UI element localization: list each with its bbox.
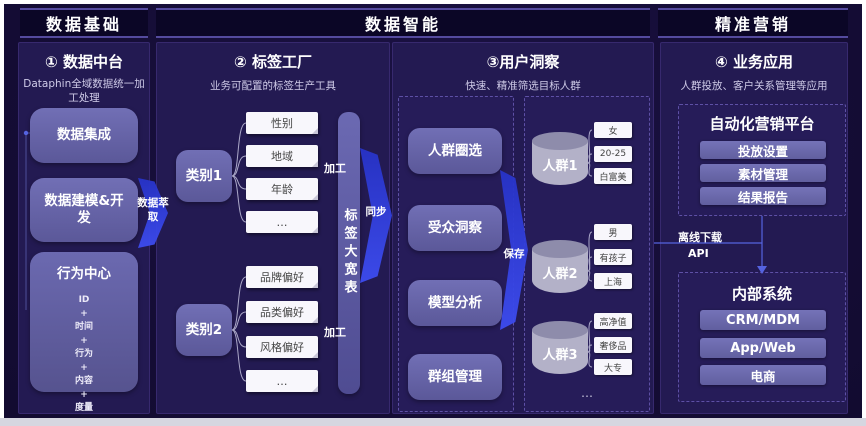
column-title: ② 标签工厂 xyxy=(234,53,312,71)
box-label: 类别2 xyxy=(185,321,223,338)
crm-mdm-box: CRM/MDM xyxy=(700,310,826,330)
stack-item: 内容 xyxy=(74,376,93,386)
tag-note: 品牌偏好 xyxy=(246,266,318,288)
crowd1-db-icon: 人群1 xyxy=(532,132,588,185)
data-modeling-box: 数据建模&开发 xyxy=(30,178,138,242)
tag-note: 风格偏好 xyxy=(246,336,318,358)
tag-note: 品类偏好 xyxy=(246,301,318,323)
crowd-label: 人群1 xyxy=(542,159,578,174)
category1-box: 类别1 xyxy=(176,150,232,202)
extract-label: 数据萃取 xyxy=(137,197,169,223)
header-data-intelligence: 数据智能 xyxy=(156,8,650,38)
box-label: 数据建模&开发 xyxy=(44,193,124,226)
crowd-label: 人群2 xyxy=(542,267,578,282)
category2-box: 类别2 xyxy=(176,304,232,356)
crowd-label: 人群3 xyxy=(542,348,578,363)
behavior-center-box: 行为中心 ID + 时间 + 行为 + 内容 + 度量 xyxy=(30,252,138,413)
process-label-bottom: 加工 xyxy=(324,326,346,339)
stack-plus: + xyxy=(80,308,88,319)
header-label: 数据基础 xyxy=(45,15,122,34)
stack-plus: + xyxy=(80,335,88,346)
more-ellipsis: … xyxy=(581,386,595,400)
column-title: ③用户洞察 xyxy=(486,53,560,71)
column-subtitle: Dataphin全域数据统一加工处理 xyxy=(23,78,145,104)
header-precision-marketing: 精准营销 xyxy=(658,8,848,38)
tool-model-analysis: 模型分析 xyxy=(408,280,502,326)
header-label: 数据智能 xyxy=(364,15,441,34)
panel-title: 内部系统 xyxy=(731,285,792,303)
column-subtitle: 人群投放、客户关系管理等应用 xyxy=(680,80,828,92)
sync-label: 同步 xyxy=(365,206,387,218)
result-report-box: 结果报告 xyxy=(700,187,826,205)
bottom-strip xyxy=(0,418,866,426)
tag-note: 地域 xyxy=(246,145,318,167)
stack-item: 行为 xyxy=(74,349,93,359)
tag-wide-table-bar: 标签大宽表 xyxy=(338,112,360,394)
panel-title: 自动化营销平台 xyxy=(709,115,815,133)
crowd-tag: 奢侈品 xyxy=(594,337,632,353)
behavior-center-title: 行为中心 xyxy=(57,266,111,282)
crowd-tag: 有孩子 xyxy=(594,249,632,265)
crowd-tag: 高净值 xyxy=(594,313,632,329)
header-data-foundation: 数据基础 xyxy=(20,8,148,38)
data-integration-box: 数据集成 xyxy=(30,108,138,163)
tool-crowd-selection: 人群圈选 xyxy=(408,128,502,174)
stack-item: 度量 xyxy=(74,403,93,413)
crowd-tag: 上海 xyxy=(594,273,632,289)
crowd-tag: 女 xyxy=(594,122,632,138)
column-title: ④ 业务应用 xyxy=(715,53,793,71)
tag-note: 性别 xyxy=(246,112,318,134)
tag-note: 年龄 xyxy=(246,178,318,200)
tool-audience-insight: 受众洞察 xyxy=(408,205,502,251)
column-subtitle: 快速、精准筛选目标人群 xyxy=(465,80,581,92)
ecommerce-box: 电商 xyxy=(700,365,826,385)
deploy-settings-box: 投放设置 xyxy=(700,141,826,159)
crowd-tag: 大专 xyxy=(594,359,632,375)
crowd-tag: 20-25 xyxy=(594,146,632,162)
api-label: API xyxy=(688,247,709,260)
material-management-box: 素材管理 xyxy=(700,164,826,182)
app-web-box: App/Web xyxy=(700,338,826,358)
crowd3-db-icon: 人群3 xyxy=(532,321,588,374)
header-label: 精准营销 xyxy=(714,15,791,34)
crowd-tag: 白富美 xyxy=(594,168,632,184)
stack-item: ID xyxy=(78,295,90,305)
crowd-tag: 男 xyxy=(594,224,632,240)
tag-note: … xyxy=(246,370,318,392)
offline-download-label: 离线下载 xyxy=(678,231,722,244)
box-label: 数据集成 xyxy=(57,127,111,143)
crowd2-db-icon: 人群2 xyxy=(532,240,588,293)
process-label-top: 加工 xyxy=(324,162,346,175)
stack-plus: + xyxy=(80,362,88,373)
behavior-center-stack: ID + 时间 + 行为 + 内容 + 度量 xyxy=(30,294,138,416)
tag-note: … xyxy=(246,211,318,233)
stack-plus: + xyxy=(80,389,88,400)
save-label: 保存 xyxy=(503,248,525,260)
box-label: 类别1 xyxy=(185,167,223,184)
column-subtitle: 业务可配置的标签生产工具 xyxy=(210,80,336,92)
column-title: ① 数据中台 xyxy=(45,53,123,71)
tool-group-management: 群组管理 xyxy=(408,354,502,400)
stack-item: 时间 xyxy=(74,322,93,332)
